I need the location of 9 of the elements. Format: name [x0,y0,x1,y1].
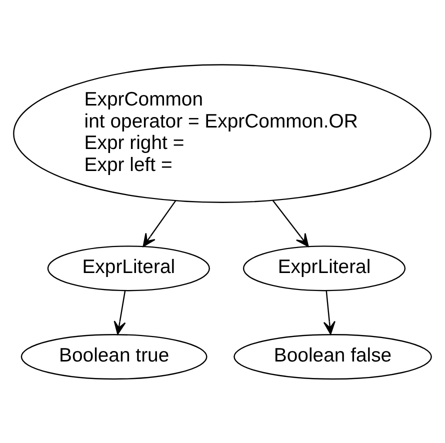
node-ellipse: Boolean true [20,334,208,380]
node-ellipse: ExprLiteral [47,245,210,291]
arrow [323,290,336,334]
node-ellipse: ExprCommon int operator = ExprCommon.OR Expr right = Expr left = [13,64,432,203]
node-ellipse: Boolean false [234,334,432,380]
arrow [272,200,309,246]
node-ellipse: ExprLiteral [242,245,406,291]
arrow [114,290,126,334]
arrow [142,200,176,246]
